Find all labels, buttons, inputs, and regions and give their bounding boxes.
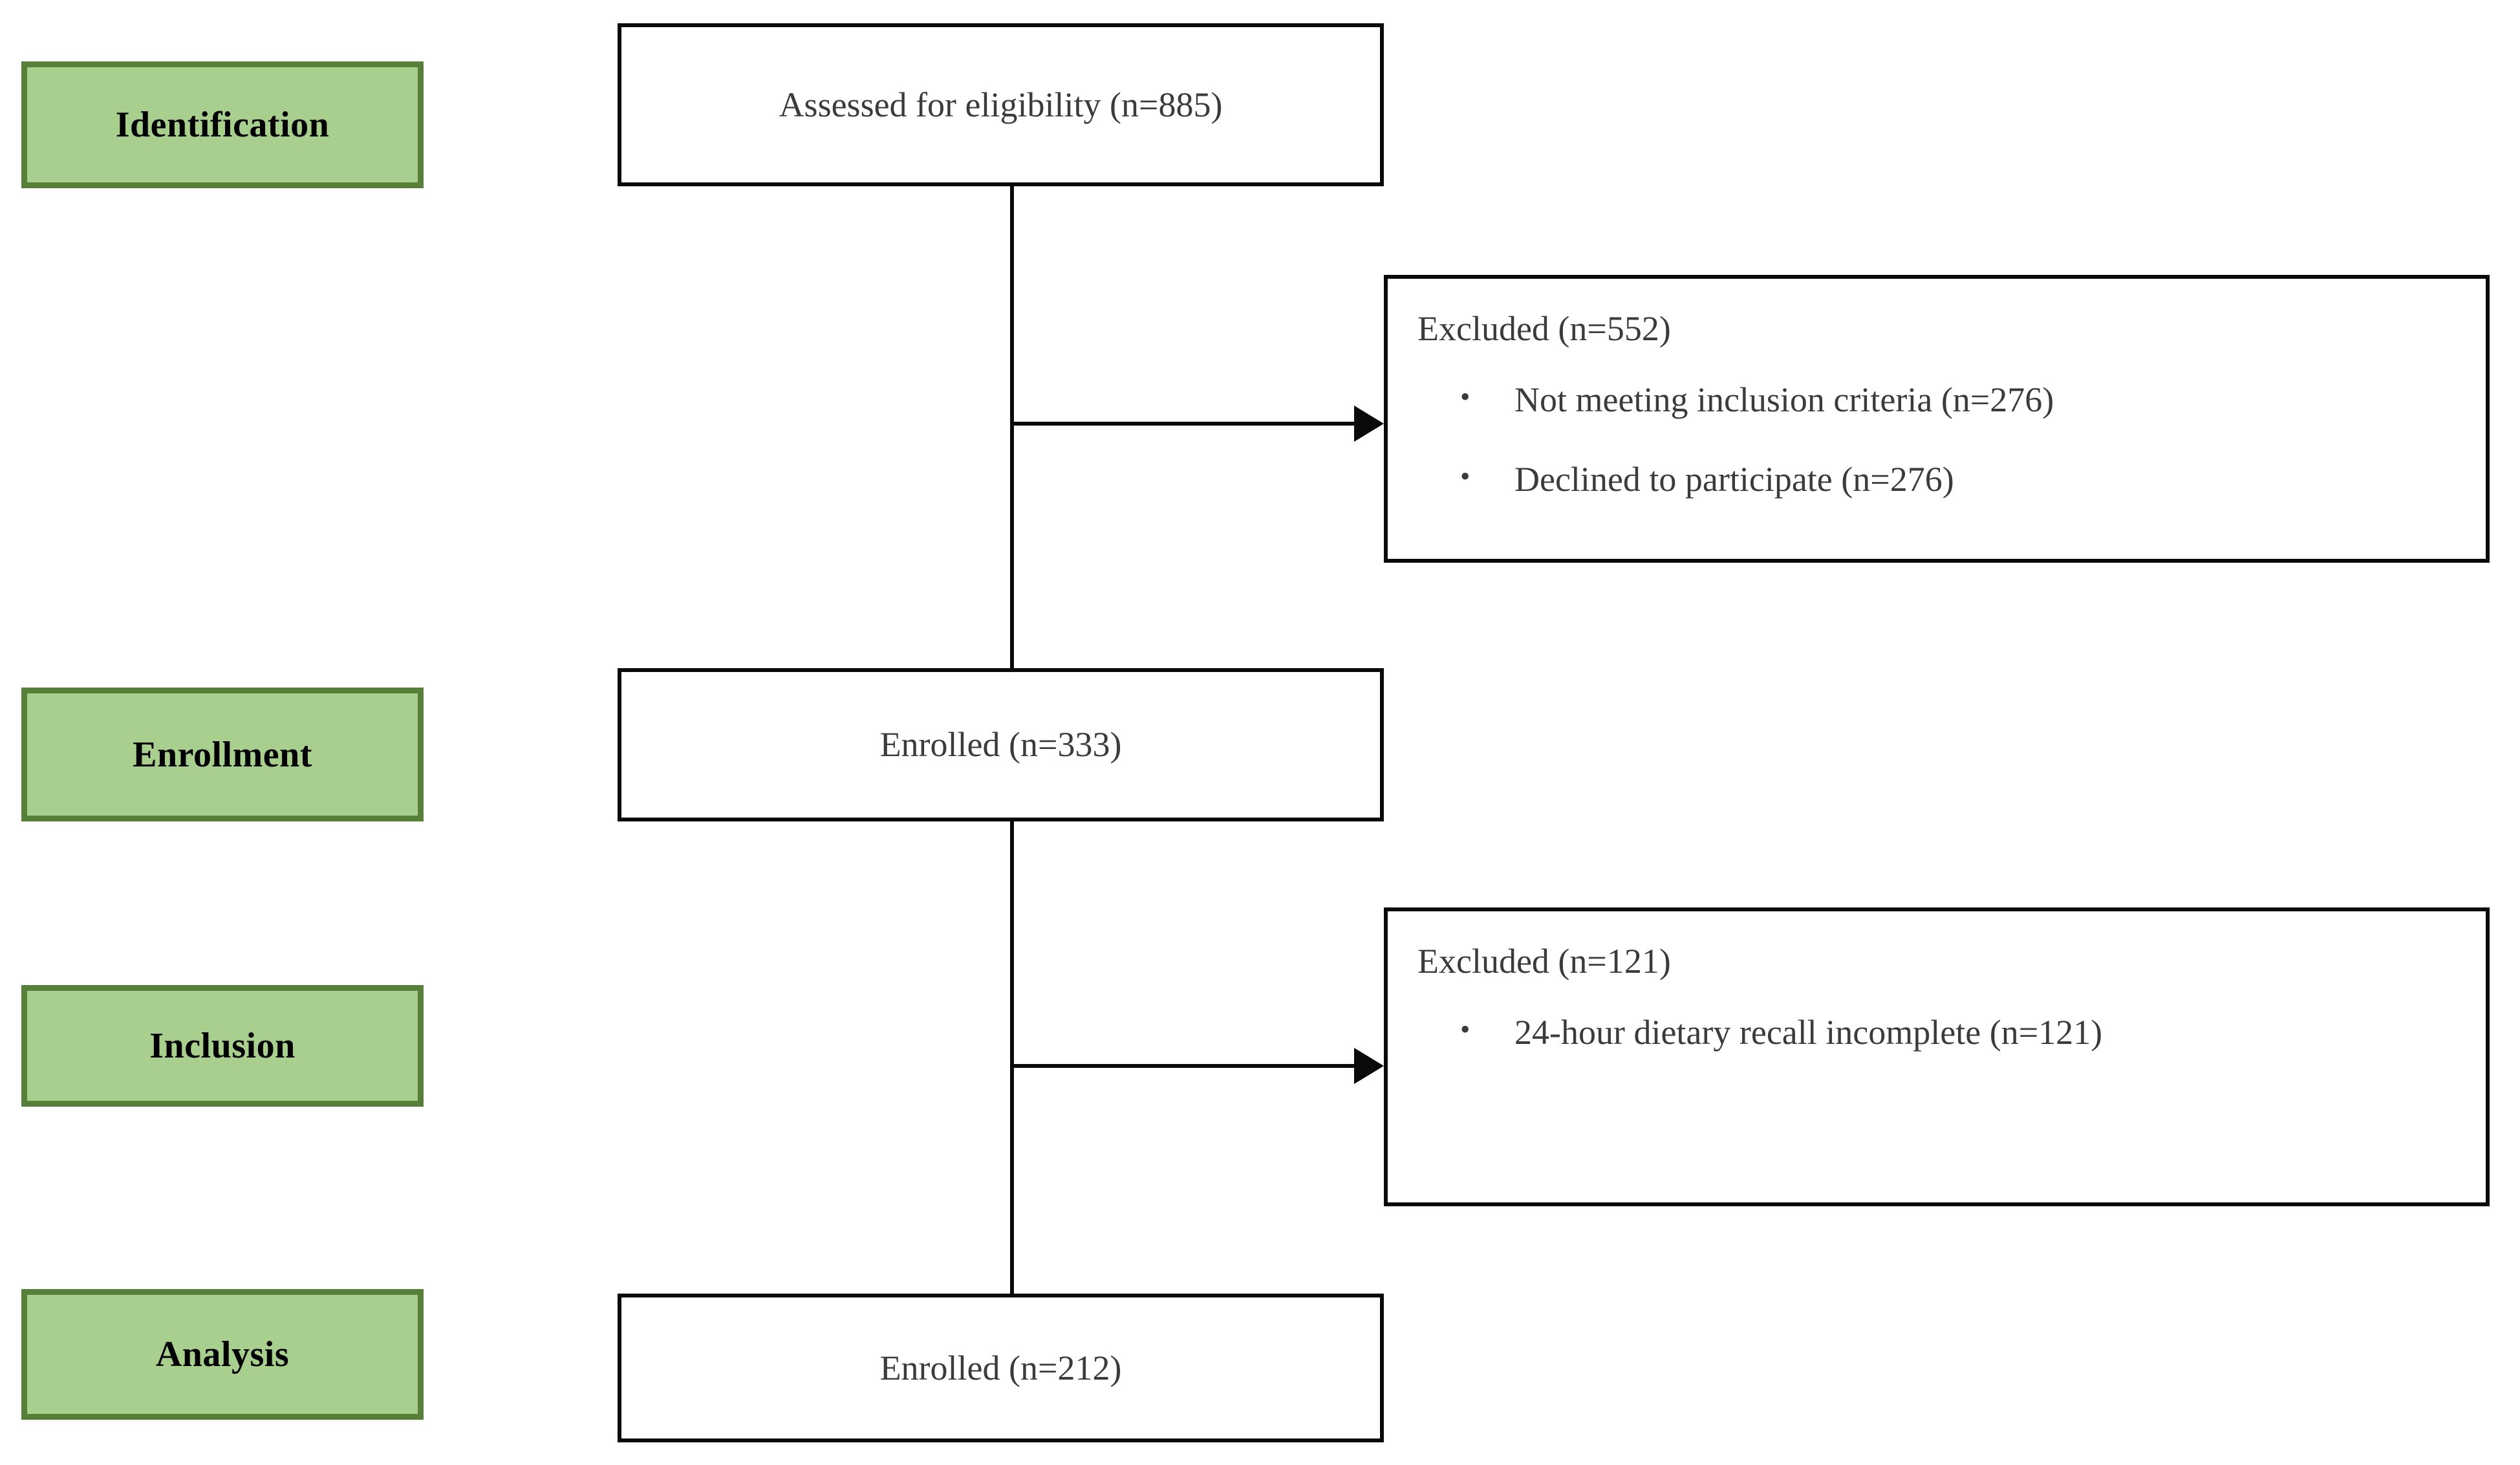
arrowhead-excluded121: [1354, 1048, 1384, 1084]
bullet-icon: •: [1460, 1013, 1470, 1045]
exclusion-box-121-list: • 24-hour dietary recall incomplete (n=1…: [1417, 1006, 2460, 1060]
stage-label-inclusion-text: Inclusion: [149, 1026, 296, 1066]
connector-enrolled333-to-enrolled212: [1010, 820, 1014, 1296]
arrowhead-excluded552: [1354, 406, 1384, 442]
stage-label-analysis-text: Analysis: [155, 1334, 290, 1374]
exclusion-item: • Not meeting inclusion criteria (n=276): [1417, 373, 2460, 428]
exclusion-box-552: Excluded (n=552) • Not meeting inclusion…: [1384, 275, 2490, 563]
exclusion-box-552-content: Excluded (n=552) • Not meeting inclusion…: [1417, 307, 2460, 533]
exclusion-item-text: Not meeting inclusion criteria (n=276): [1514, 380, 2054, 419]
exclusion-item: • 24-hour dietary recall incomplete (n=1…: [1417, 1006, 2460, 1060]
exclusion-item-text: Declined to participate (n=276): [1514, 460, 1954, 499]
stage-label-enrollment-text: Enrollment: [133, 734, 312, 775]
flow-box-enrolled-212-text: Enrolled (n=212): [879, 1348, 1122, 1387]
flow-box-enrolled-333: Enrolled (n=333): [618, 668, 1384, 821]
stage-label-analysis: Analysis: [21, 1289, 424, 1420]
stage-label-identification: Identification: [21, 61, 424, 188]
flow-box-assessed: Assessed for eligibility (n=885): [618, 23, 1384, 186]
flow-box-assessed-text: Assessed for eligibility (n=885): [779, 85, 1223, 124]
flow-box-enrolled-333-text: Enrolled (n=333): [879, 725, 1122, 765]
exclusion-box-121: Excluded (n=121) • 24-hour dietary recal…: [1384, 907, 2490, 1206]
bullet-icon: •: [1460, 380, 1470, 413]
connector-assessed-to-enrolled333: [1010, 186, 1014, 670]
stage-label-identification-text: Identification: [115, 105, 330, 145]
connector-branch-excluded121: [1010, 1064, 1354, 1068]
exclusion-item: • Declined to participate (n=276): [1417, 453, 2460, 507]
connector-branch-excluded552: [1010, 422, 1354, 426]
exclusion-item-text: 24-hour dietary recall incomplete (n=121…: [1514, 1012, 2103, 1052]
exclusion-box-121-title: Excluded (n=121): [1417, 942, 1671, 981]
exclusion-box-552-title: Excluded (n=552): [1417, 309, 1671, 348]
exclusion-box-121-content: Excluded (n=121) • 24-hour dietary recal…: [1417, 940, 2460, 1085]
exclusion-box-552-list: • Not meeting inclusion criteria (n=276)…: [1417, 373, 2460, 507]
stage-label-inclusion: Inclusion: [21, 985, 424, 1107]
bullet-icon: •: [1460, 461, 1470, 493]
stage-label-enrollment: Enrollment: [21, 688, 424, 821]
flow-box-enrolled-212: Enrolled (n=212): [618, 1294, 1384, 1442]
